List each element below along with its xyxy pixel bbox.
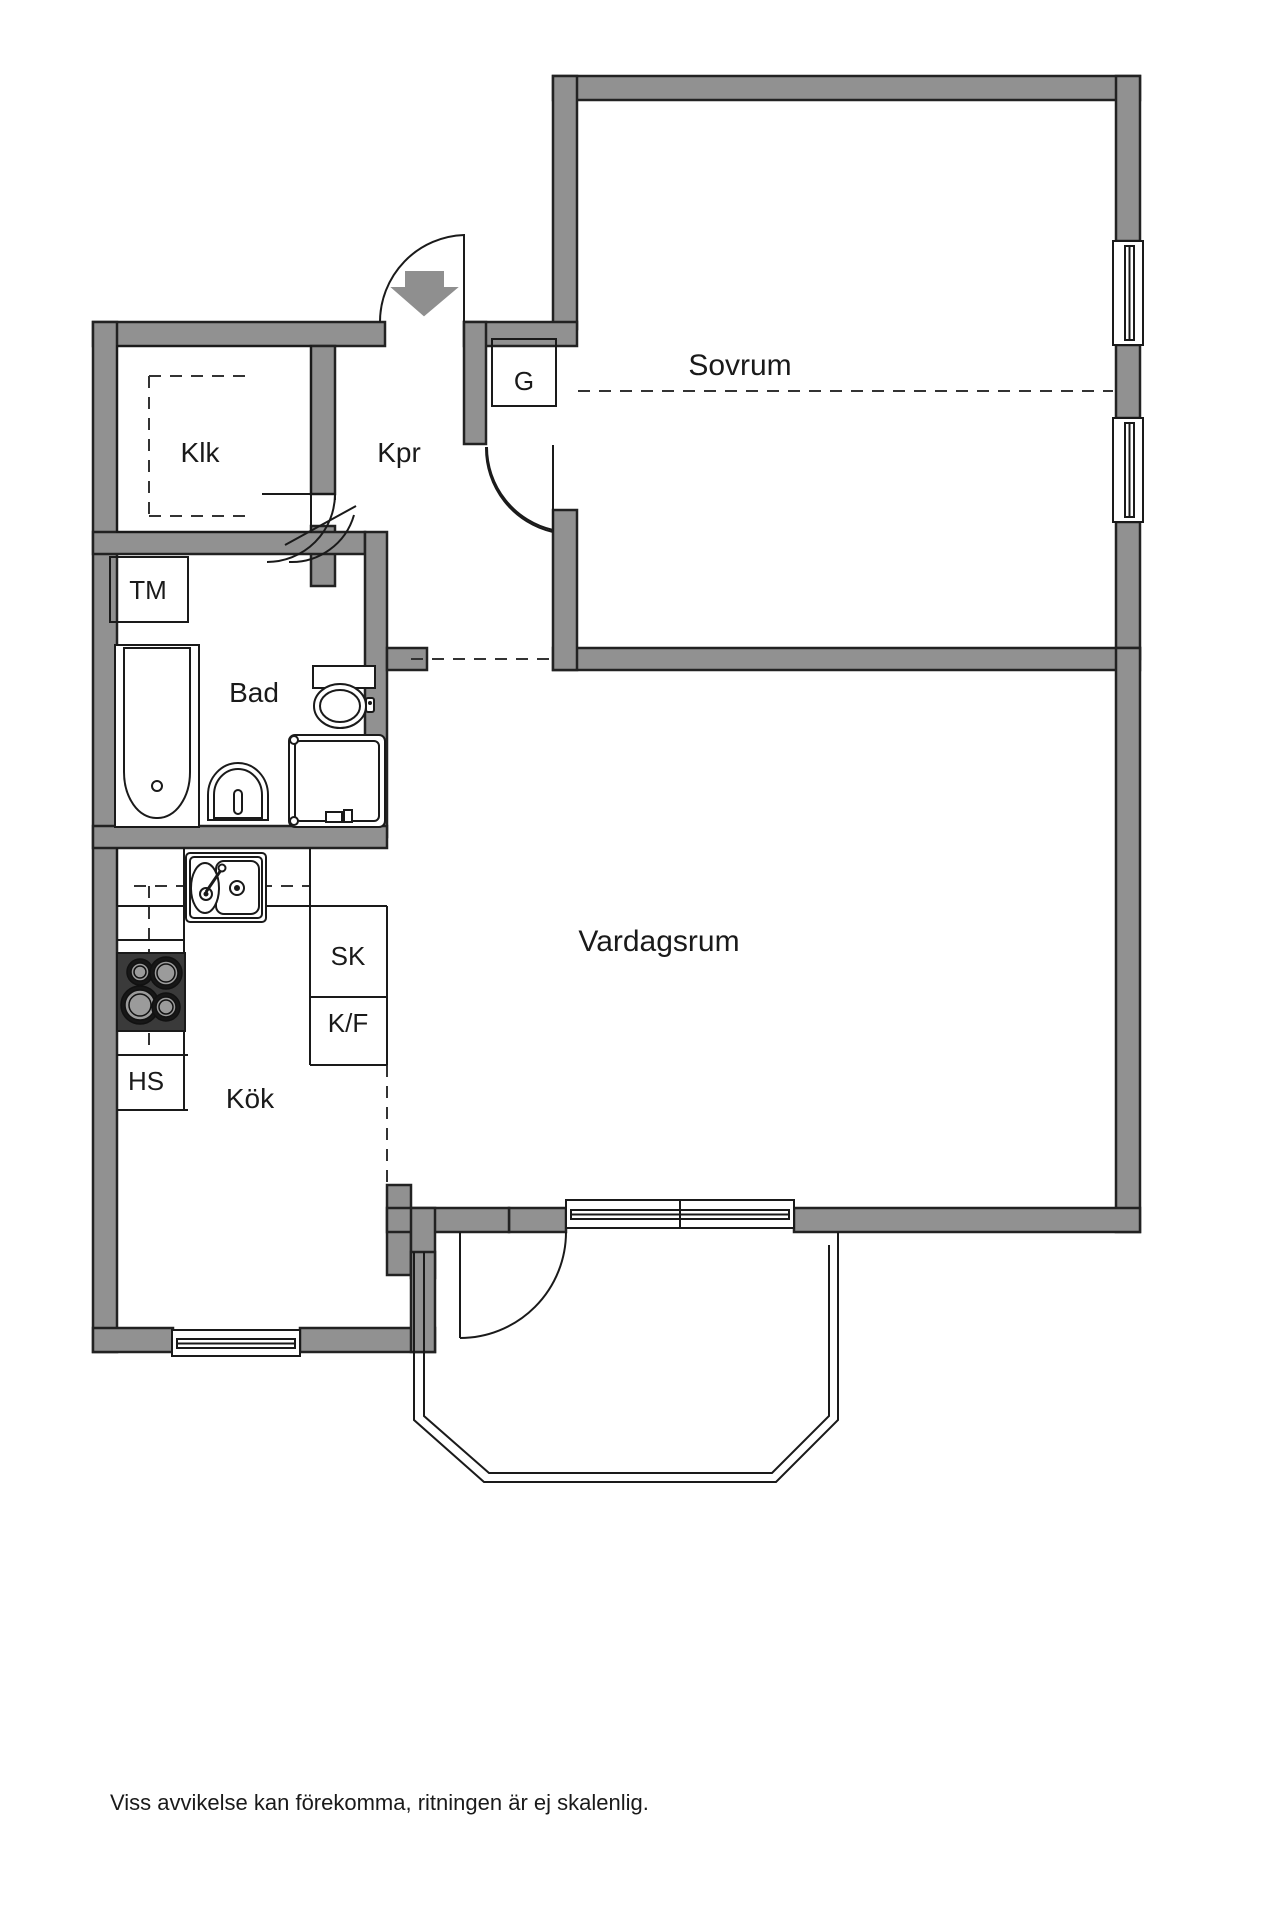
dashed-klk-wardrobe (148, 375, 253, 517)
wall-bedroom-east-c (1114, 520, 1142, 661)
kitchen-fixtures (116, 848, 388, 1111)
fixture-label-kf: K/F (328, 1008, 368, 1038)
fixture-label-sk: SK (331, 941, 366, 971)
wall-bedroom-west-upper (551, 74, 579, 331)
wall-hall-top-left (91, 320, 387, 348)
entry-door-arrow (390, 271, 459, 317)
doors-group (262, 233, 567, 1339)
box-tm (109, 556, 189, 623)
wall-sovrum-south (551, 646, 1142, 672)
wall-living-south-right (792, 1206, 1142, 1234)
wall-bedroom-top (551, 74, 1142, 102)
wall-sovrum-south-stub (385, 646, 429, 672)
door-balcony (459, 1231, 567, 1339)
window-living-room (565, 1199, 795, 1229)
wall-living-east (1114, 646, 1142, 1234)
shower-enclosure-icon (288, 734, 386, 828)
door-entry (379, 233, 465, 323)
wall-klk-east-upper (309, 344, 337, 496)
fixture-label-boxes (109, 338, 557, 623)
room-label-klk: Klk (181, 437, 221, 468)
room-label-vardagsrum: Vardagsrum (578, 925, 739, 958)
bathtub-icon (114, 644, 200, 828)
room-label-kok: Kök (226, 1083, 275, 1114)
walls-group (91, 74, 1142, 1354)
outline-klk (116, 345, 312, 533)
room-label-sovrum: Sovrum (688, 349, 791, 382)
room-outlines (116, 345, 312, 533)
room-label-kpr: Kpr (377, 437, 421, 468)
wall-kitchen-south-a (91, 1326, 175, 1354)
window-bedroom-upper (1112, 240, 1144, 346)
room-label-bad: Bad (229, 677, 279, 708)
fixture-label-hs: HS (128, 1066, 164, 1096)
box-g (491, 338, 557, 407)
wall-kpr-sovrum (462, 320, 488, 446)
disclaimer-caption: Viss avvikelse kan förekomma, ritningen … (110, 1790, 649, 1815)
stove-cooktop-icon (116, 952, 186, 1032)
door-bad (284, 505, 357, 564)
window-kitchen (171, 1329, 301, 1357)
window-bedroom-lower (1112, 417, 1144, 523)
fixture-label-tm: TM (129, 575, 167, 605)
bathroom-fixtures (114, 644, 386, 828)
windows-group (171, 240, 1144, 1357)
dashed-guides (134, 375, 1113, 1185)
fixture-labels: G TM SK K/F HS (128, 366, 534, 1096)
wall-bedroom-east-b (1114, 343, 1142, 420)
wall-living-south-left (507, 1206, 568, 1234)
wall-bad-south (91, 824, 389, 850)
washbasin-icon (207, 761, 269, 821)
balcony-outline (413, 1232, 839, 1483)
room-labels: Sovrum Klk Kpr Bad Vardagsrum Kök (181, 349, 792, 1114)
toilet-icon (312, 665, 376, 729)
wall-kitchen-south-step (385, 1206, 511, 1234)
wall-hall-east-lower (551, 508, 579, 672)
wall-bedroom-east-a (1114, 74, 1142, 243)
fixture-label-g: G (514, 366, 534, 396)
wall-klk-south (91, 530, 367, 556)
door-klk (262, 493, 336, 563)
kitchen-sink-icon (185, 852, 267, 923)
door-sovrum (484, 445, 554, 533)
